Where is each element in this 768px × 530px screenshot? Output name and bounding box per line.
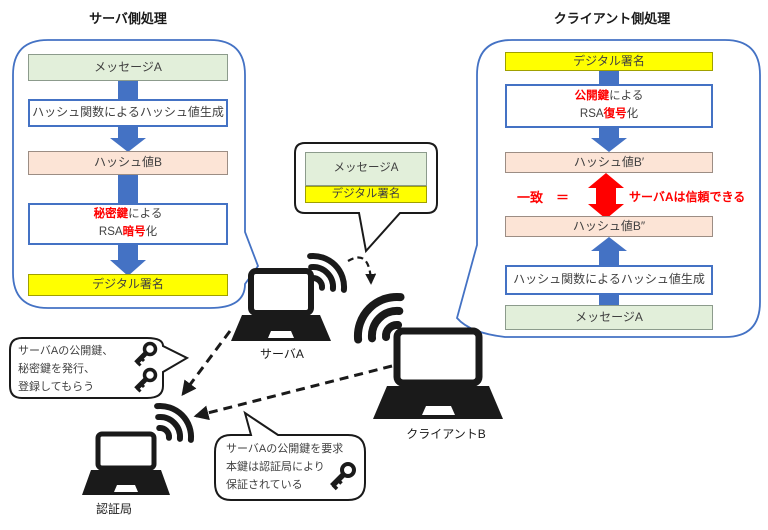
server-encrypt-box: 秘密鍵による RSA暗号化 [28,203,228,245]
match-arrow-bottom-head [588,204,624,219]
client-laptop-notch [422,406,455,415]
arrow-hashfn-to-hash-shaft [118,126,138,138]
server-laptop [231,268,331,341]
client-laptop-base [373,386,503,419]
arrow-signature-to-decrypt [599,69,619,86]
client-message-box: メッセージA [505,305,713,330]
client-panel-title: クライアント側処理 [553,11,671,26]
client-node-label: クライアントB [406,427,486,441]
ca-node-label: 認証局 [95,502,132,516]
trust-label: サーバAは信頼できる [629,190,746,204]
client-wifi-icon [353,292,405,344]
arrow-hash-to-encrypt [118,174,138,204]
server-hash-function-box: ハッシュ関数によるハッシュ値生成 [28,99,228,127]
match-arrow-shaft [596,187,616,205]
client-hash-function-box: ハッシュ関数によるハッシュ値生成 [505,265,713,295]
server-hash-value-box: ハッシュ値B [28,151,228,175]
key-request-callout-bubble [214,410,366,501]
match-compare-arrow [588,173,624,219]
client-hash-b-double-prime-box: ハッシュ値B″ [505,216,713,237]
client-laptop-screen [393,327,483,387]
ca-private-key-icon [134,367,158,393]
arrow-hashfn-to-bdprime-head [591,237,627,251]
arrow-decrypt-to-hash-shaft [599,126,619,138]
ca-laptop [82,431,170,495]
client-signature-box: デジタル署名 [505,52,713,71]
arrow-encrypt-to-signature-head [110,260,146,276]
client-decrypt-line2: RSA復号化 [579,108,639,120]
client-hash-b-prime-box: ハッシュ値B′ [505,152,713,173]
server-laptop-notch [268,331,294,338]
client-decrypt-box: 公開鍵による RSA復号化 [505,84,713,128]
server-wifi-icon [307,253,347,293]
ca-public-key-icon [134,341,158,367]
arrow-hashfn-to-hash-head [110,138,146,152]
server-signature-box: デジタル署名 [28,274,228,296]
match-label: 一致 ＝ [516,190,569,205]
ca-laptop-base [82,470,170,495]
transmission-signature-box: デジタル署名 [305,186,427,203]
server-panel-title: サーバ側処理 [89,11,167,26]
arrow-message-to-hashfn-up [599,295,619,306]
ca-laptop-screen [95,431,157,471]
arrow-client-to-ca-dashed [193,364,393,421]
server-encrypt-line1: 秘密鍵による [93,208,163,221]
client-decrypt-line1: 公開鍵による [574,90,644,103]
client-laptop [373,327,503,419]
key-request-callout-text: サーバAの公開鍵を要求 本鍵は認証局により 保証されている [226,443,344,491]
arrow-server-to-ca-dashed [181,330,232,397]
ca-register-callout-text: サーバAの公開鍵、 秘密鍵を発行、 登録してもらう [18,345,114,393]
server-node-label: サーバA [260,347,304,361]
server-laptop-base [231,315,331,341]
match-arrow-top-head [588,173,624,188]
server-laptop-screen [248,268,314,316]
arrow-hashfn-to-bdprime-shaft [599,250,619,266]
ca-wifi-icon [154,403,194,443]
arrow-decrypt-to-hash-head [591,138,627,152]
server-encrypt-line2: RSA暗号化 [98,226,158,238]
ca-laptop-notch [114,485,138,492]
arrow-encrypt-to-signature-shaft [118,244,138,260]
arrow-message-to-hashfn [118,79,138,100]
server-flow-arrows [110,79,146,276]
server-message-box: メッセージA [28,54,228,81]
transmission-message-box: メッセージA [305,152,427,186]
requested-key-icon [330,462,356,491]
arrow-server-to-client-dashed [347,256,377,285]
client-flow-arrows [591,69,627,306]
